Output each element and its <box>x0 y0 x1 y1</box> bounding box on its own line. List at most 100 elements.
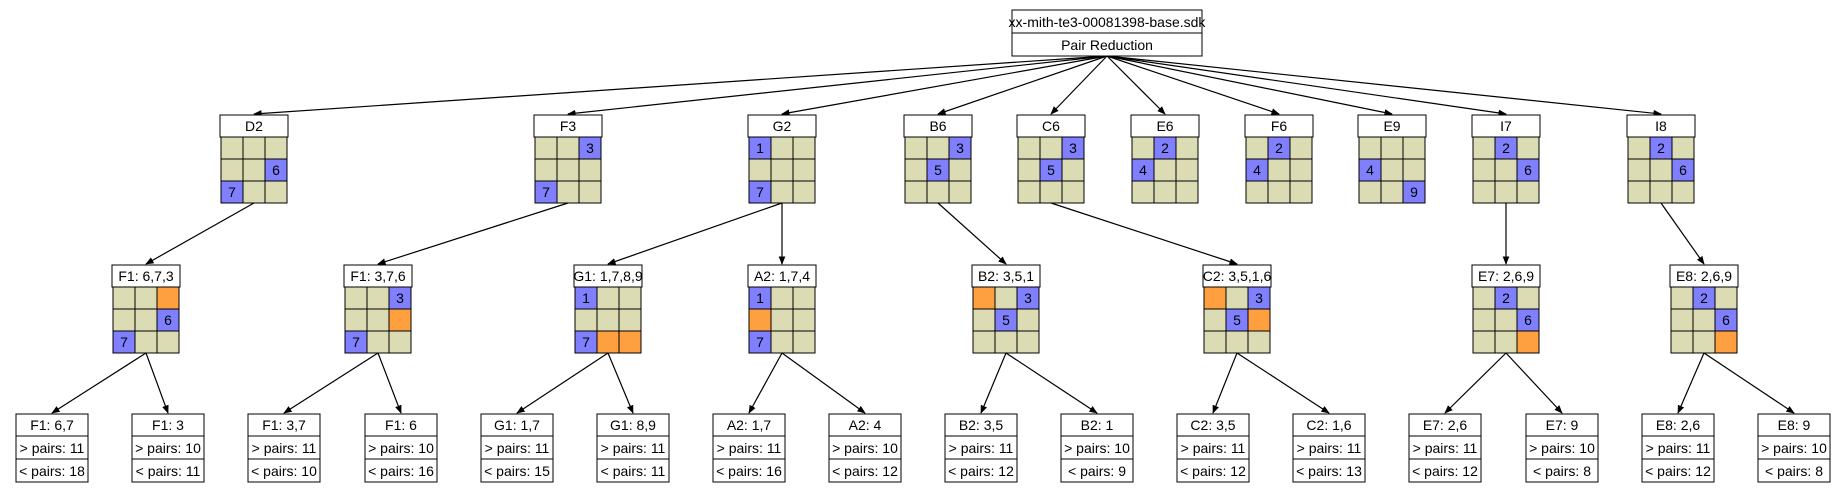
empty-cell <box>1289 158 1313 182</box>
empty-cell <box>220 158 244 182</box>
leaf-label: F1: 3,7 <box>262 417 306 433</box>
leaf-less-pairs: < pairs: 11 <box>601 463 666 479</box>
edge-root-g2 <box>781 55 1108 116</box>
leaf-more-pairs: > pairs: 10 <box>135 440 201 456</box>
leaf-label: B2: 3,5 <box>959 417 1004 433</box>
cell-digit: 2 <box>1657 140 1665 156</box>
empty-cell <box>1267 158 1291 182</box>
leaf-label: E7: 2,6 <box>1423 417 1468 433</box>
empty-cell <box>618 286 642 310</box>
grid-label: C6 <box>1042 118 1060 134</box>
cell-digit: 5 <box>1233 312 1241 328</box>
leaf-box <box>247 413 321 483</box>
empty-cell <box>344 308 368 332</box>
empty-cell <box>1225 330 1249 354</box>
cell-digit: 5 <box>934 162 942 178</box>
clue-cell <box>1402 180 1426 204</box>
leaf-node-l7: A2: 1,7> pairs: 11< pairs: 16 <box>712 413 786 483</box>
empty-cell <box>366 286 390 310</box>
empty-cell <box>578 180 602 204</box>
leaf-label: A2: 1,7 <box>727 417 772 433</box>
empty-cell <box>1039 136 1063 160</box>
cell-digit: 7 <box>228 184 236 200</box>
leaf-more-pairs: > pairs: 10 <box>832 440 898 456</box>
leaf-less-pairs: < pairs: 13 <box>1296 463 1362 479</box>
empty-cell <box>1670 286 1694 310</box>
grid-label: E8: 2,6,9 <box>1676 268 1732 284</box>
empty-cell <box>1692 308 1716 332</box>
edge-b6-b2 <box>937 202 1007 265</box>
edge-g2-g1 <box>607 202 783 265</box>
empty-cell <box>1627 136 1651 160</box>
empty-cell <box>1061 180 1085 204</box>
edge-f3-f1b <box>377 202 569 265</box>
empty-cell <box>1472 308 1496 332</box>
leaf-box <box>1641 413 1715 483</box>
edge-e8-l16 <box>1703 352 1795 414</box>
empty-cell <box>1245 136 1269 160</box>
cell-digit: 3 <box>1069 140 1077 156</box>
empty-cell <box>242 136 266 160</box>
leaf-less-pairs: < pairs: 8 <box>1765 463 1823 479</box>
leaf-less-pairs: < pairs: 15 <box>484 463 550 479</box>
leaf-label: E8: 2,6 <box>1656 417 1701 433</box>
cell-digit: 6 <box>1524 312 1532 328</box>
root-subtitle: Pair Reduction <box>1061 37 1153 53</box>
leaf-box <box>1292 413 1366 483</box>
highlight-cell <box>1203 286 1227 310</box>
leaf-label: B2: 1 <box>1081 417 1114 433</box>
leaf-less-pairs: < pairs: 12 <box>832 463 898 479</box>
leaf-label: C2: 3,5 <box>1190 417 1235 433</box>
cell-digit: 2 <box>1275 140 1283 156</box>
highlight-cell <box>388 308 412 332</box>
empty-cell <box>534 158 558 182</box>
leaf-node-l15: E8: 2,6> pairs: 11< pairs: 12 <box>1641 413 1715 483</box>
empty-cell <box>1175 136 1199 160</box>
cell-digit: 1 <box>582 290 590 306</box>
leaf-less-pairs: < pairs: 10 <box>251 463 317 479</box>
empty-cell <box>264 180 288 204</box>
leaf-node-l14: E7: 9> pairs: 10< pairs: 8 <box>1525 413 1599 483</box>
leaf-label: G1: 1,7 <box>494 417 540 433</box>
empty-cell <box>1358 180 1382 204</box>
empty-cell <box>994 330 1018 354</box>
highlight-cell <box>596 330 620 354</box>
edge-f1a-l2 <box>145 352 169 414</box>
leaf-node-l16: E8: 9> pairs: 10< pairs: 8 <box>1757 413 1831 483</box>
leaf-box <box>15 413 89 483</box>
empty-cell <box>1627 158 1651 182</box>
empty-cell <box>1267 180 1291 204</box>
cell-digit: 3 <box>1024 290 1032 306</box>
grid-node-b2: B2: 3,5,135 <box>971 264 1041 354</box>
leaf-less-pairs: < pairs: 16 <box>368 463 434 479</box>
cell-digit: 6 <box>1722 312 1730 328</box>
empty-cell <box>972 308 996 332</box>
edge-c6-c2 <box>1050 202 1238 265</box>
grid-label: E6 <box>1156 118 1173 134</box>
empty-cell <box>1017 180 1041 204</box>
empty-cell <box>1131 136 1155 160</box>
empty-cell <box>994 286 1018 310</box>
leaf-less-pairs: < pairs: 12 <box>948 463 1014 479</box>
leaf-more-pairs: > pairs: 11 <box>717 440 782 456</box>
edge-root-b6 <box>937 55 1108 115</box>
cell-digit: 7 <box>756 184 764 200</box>
cell-digit: 6 <box>164 312 172 328</box>
edge-root-i7 <box>1106 55 1507 117</box>
leaf-less-pairs: < pairs: 11 <box>136 463 201 479</box>
empty-cell <box>1289 136 1313 160</box>
empty-cell <box>1402 158 1426 182</box>
leaf-box <box>944 413 1018 483</box>
grid-label: C2: 3,5,1,6 <box>1203 268 1272 284</box>
cell-digit: 3 <box>396 290 404 306</box>
leaf-more-pairs: > pairs: 11 <box>252 440 317 456</box>
empty-cell <box>574 308 598 332</box>
empty-cell <box>1175 180 1199 204</box>
empty-cell <box>1153 158 1177 182</box>
empty-cell <box>1153 180 1177 204</box>
grid-label: B2: 3,5,1 <box>978 268 1034 284</box>
leaf-more-pairs: > pairs: 11 <box>1413 440 1478 456</box>
